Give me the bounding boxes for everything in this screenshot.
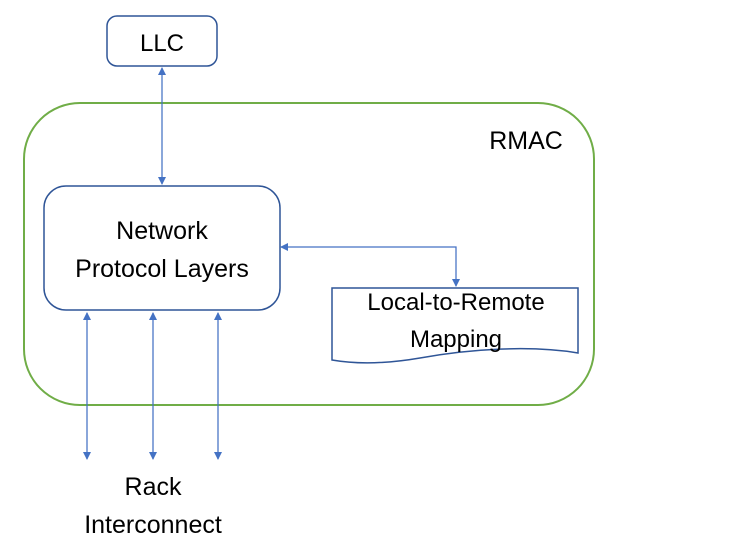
rack-line2: Interconnect: [84, 511, 222, 539]
network-protocol-line2: Protocol Layers: [75, 255, 249, 283]
network-protocol-line1: Network: [116, 217, 208, 245]
rack-line1: Rack: [125, 473, 182, 501]
rmac-label: RMAC: [489, 127, 563, 155]
mapping-line2: Mapping: [410, 326, 502, 353]
mapping-document-shape: [331, 287, 579, 364]
network-protocol-box: [43, 185, 281, 311]
llc-label: LLC: [140, 30, 184, 57]
rmac-container: [23, 102, 595, 406]
mapping-line1: Local-to-Remote: [367, 289, 544, 316]
protocol-mapping-arrow: [280, 243, 460, 287]
llc-box: [106, 15, 218, 67]
